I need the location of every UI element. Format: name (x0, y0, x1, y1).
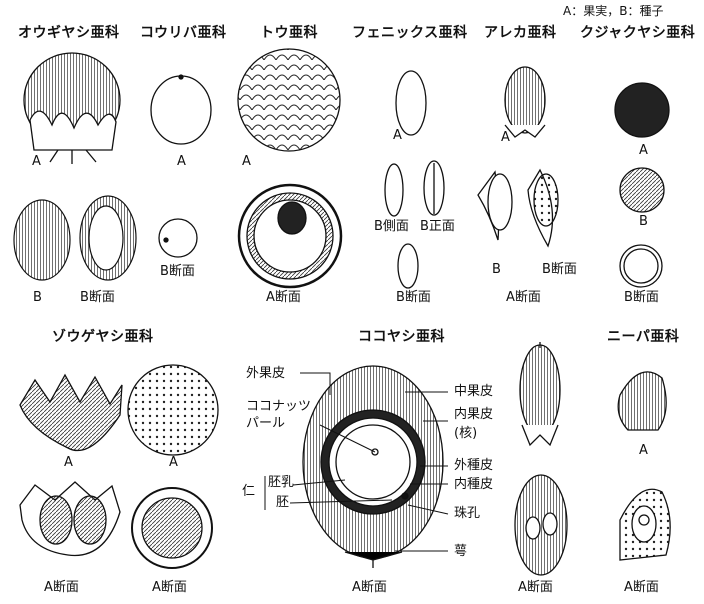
label-a-section: A断面 (152, 580, 187, 595)
phytelephantoid-figures (19, 364, 219, 569)
family-heading-phoenicoid: フェニックス亜科 (352, 25, 468, 41)
annotation-endocarp: 内果皮 (核) (454, 407, 494, 441)
family-heading-caryotoid: クジャクヤシ亜科 (580, 25, 696, 41)
family-heading-calamoid: トウ亜科 (260, 25, 318, 41)
family-heading-phytelephantoid: ゾウゲヤシ亜科 (52, 329, 154, 345)
label-a: A (32, 154, 41, 169)
label-a: A (639, 143, 648, 158)
borassoid-seed-figures (13, 195, 137, 281)
annotation-coconut-pearl: ココナッツ パール (246, 399, 312, 431)
label-b-section: B断面 (624, 290, 659, 305)
annotation-outer-seed-coat: 外種皮 (454, 458, 494, 473)
family-heading-nypoid: ニーパ亜科 (607, 329, 680, 345)
caryotoid-figures (614, 82, 670, 288)
family-heading-arecoid: アレカ亜科 (484, 25, 557, 41)
phoenicoid-figures (384, 70, 445, 289)
family-heading-borassoid: オウギヤシ亜科 (18, 25, 120, 41)
calamoid-figures (237, 48, 343, 289)
legend-text: A：果実，B：種子 (563, 4, 664, 18)
nypa-side-figures (514, 342, 568, 576)
label-a-section: A断面 (266, 290, 301, 305)
annotation-micropyle: 珠孔 (454, 506, 481, 521)
label-a: A (393, 128, 402, 143)
annotation-embryo: 胚 (276, 495, 290, 510)
cocoid-figure (302, 365, 444, 568)
label-a-section: A断面 (44, 580, 79, 595)
label-b-side: B側面 (374, 219, 409, 234)
label-b: B (639, 214, 648, 229)
label-b-section: B断面 (160, 264, 195, 279)
label-a: A (177, 154, 186, 169)
label-a-section: A断面 (506, 290, 541, 305)
label-a-section: A断面 (624, 580, 659, 595)
label-a-section: A断面 (352, 580, 387, 595)
nypoid-figures (617, 371, 671, 561)
family-heading-coryphoid: コウリバ亜科 (140, 25, 227, 41)
borassoid-fruit-figure (23, 52, 121, 164)
coryphoid-figures (150, 74, 212, 258)
label-b-section: B断面 (542, 262, 577, 277)
label-a: A (64, 455, 73, 470)
label-b-section: B断面 (80, 290, 115, 305)
annotation-exocarp: 外果皮 (246, 366, 286, 381)
label-a-section: A断面 (518, 580, 553, 595)
label-a: A (242, 154, 251, 169)
annotation-mesocarp: 中果皮 (454, 384, 494, 399)
label-b-front: B正面 (420, 219, 455, 234)
annotation-calyx: 萼 (454, 544, 468, 559)
label-b: B (492, 262, 501, 277)
cocoid-leader-lines (264, 372, 449, 552)
family-heading-cocoid: ココヤシ亜科 (358, 329, 445, 345)
label-a: A (501, 130, 510, 145)
arecoid-figures (477, 66, 559, 248)
annotation-inner-seed-coat: 内種皮 (454, 477, 494, 492)
label-b-section: B断面 (396, 290, 431, 305)
label-b: B (33, 290, 42, 305)
label-a: A (169, 455, 178, 470)
label-a: A (639, 443, 648, 458)
annotation-endosperm: 胚乳 (268, 475, 295, 490)
annotation-kernel: 仁 (242, 484, 256, 499)
